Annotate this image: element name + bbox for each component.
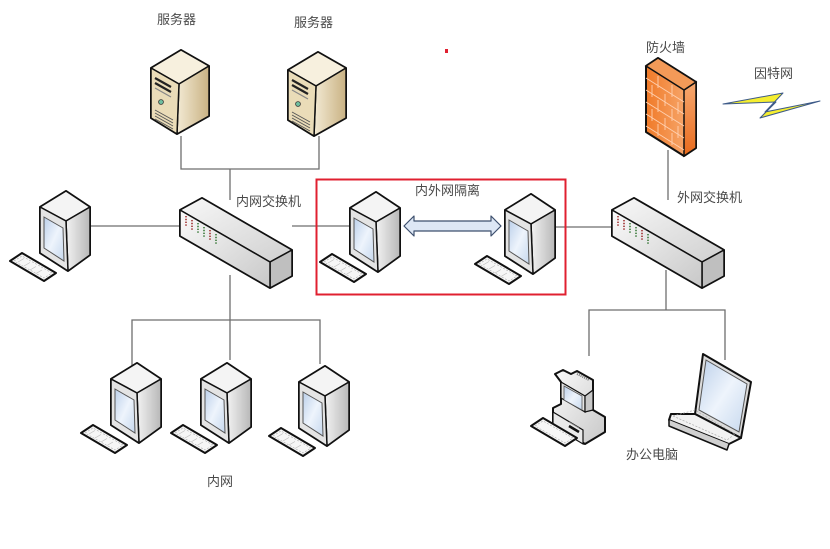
internet-label: 因特网	[754, 67, 794, 82]
server-1-label: 服务器	[157, 13, 197, 28]
internal-switch-icon	[179, 197, 293, 289]
isolation-external-computer-icon	[474, 193, 556, 285]
internal-network-label: 内网	[207, 475, 234, 490]
isolation-label: 内外网隔离	[415, 184, 481, 199]
firewall-label: 防火墙	[646, 41, 686, 56]
office-bus-line	[588, 309, 726, 360]
external-switch-label: 外网交换机	[677, 191, 743, 206]
server-bus-line	[180, 136, 320, 170]
internal-computer-3-icon	[268, 365, 350, 457]
server-2-label: 服务器	[294, 16, 334, 31]
marker-dot	[445, 49, 448, 53]
internal-switch-label: 内网交换机	[236, 195, 302, 210]
lan-bus-line	[131, 319, 321, 372]
office-desktop-computer-icon	[530, 369, 606, 447]
bidirectional-arrow-icon	[403, 215, 502, 237]
office-computers-label: 办公电脑	[626, 448, 679, 463]
connection-lines	[90, 136, 726, 372]
server-1-icon	[149, 48, 211, 136]
office-laptop-icon	[668, 353, 752, 451]
isolation-internal-computer-icon	[319, 191, 401, 283]
internal-computer-1-icon	[80, 362, 162, 454]
left-computer-icon	[9, 190, 91, 282]
internet-lightning-icon	[722, 92, 821, 119]
internal-computer-2-icon	[170, 362, 252, 454]
external-switch-icon	[611, 197, 725, 289]
server-2-icon	[286, 50, 348, 138]
isolation-zone-box	[315, 178, 567, 296]
firewall-icon	[644, 57, 698, 158]
